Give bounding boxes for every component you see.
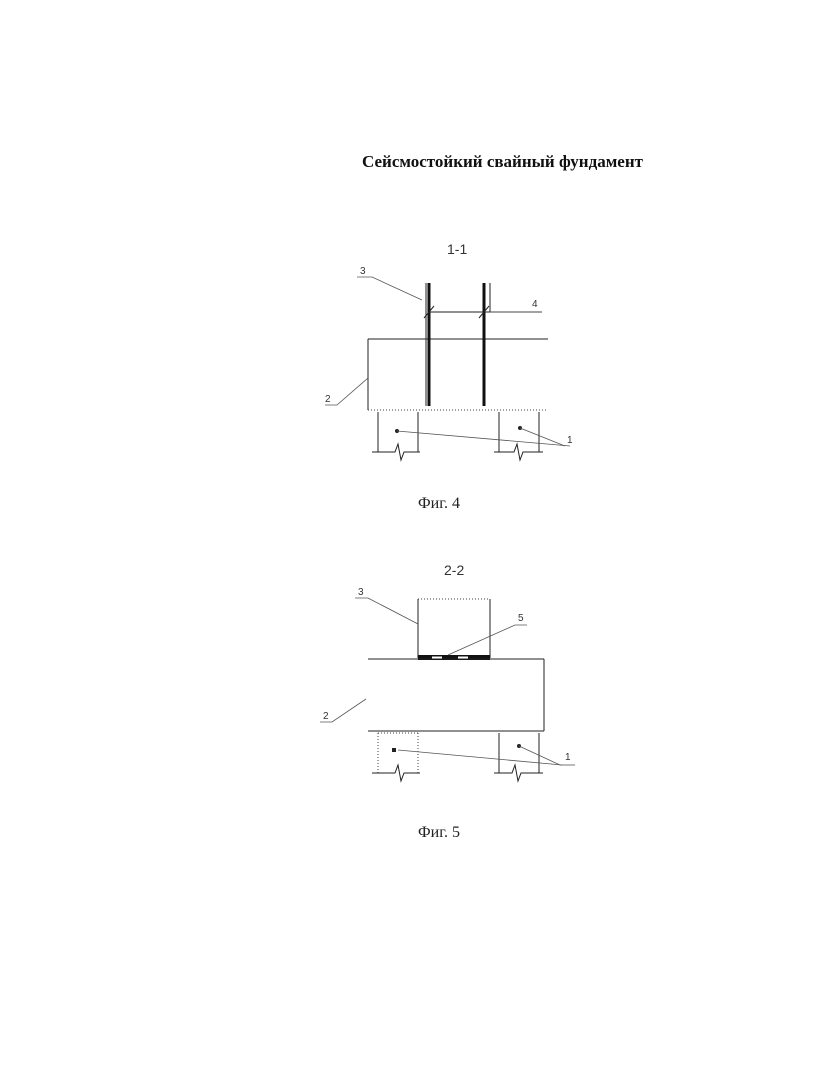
callout-3-fig4: 3: [360, 266, 366, 277]
grillage-fig5: [368, 658, 545, 732]
page-title: Сейсмостойкий свайный фундамент: [362, 152, 643, 171]
figure-4-drawing: 1-1: [325, 241, 573, 462]
pile-left-fig5: [372, 732, 420, 783]
callout-2-fig4: 2: [325, 394, 331, 405]
callout-3-fig5: 3: [358, 587, 364, 598]
callout-2-fig5: 2: [323, 711, 329, 722]
column-fig5: [417, 598, 491, 658]
figure-4-caption: Фиг. 4: [418, 495, 460, 512]
grillage-fig4: [367, 338, 548, 411]
figure-5-caption: Фиг. 5: [418, 824, 460, 841]
isolation-layer-fig5: [418, 655, 490, 660]
pile-left-fig4: [372, 412, 420, 462]
section-label-1-1: 1-1: [447, 241, 467, 257]
callout-1-fig4: 1: [567, 435, 573, 446]
figure-5-drawing: 2-2: [320, 562, 575, 783]
pile-right-fig4: [494, 412, 543, 462]
callout-4-fig4: 4: [532, 299, 538, 310]
leaders-fig5: [320, 597, 575, 766]
leaders-fig4: [325, 276, 571, 447]
section-label-2-2: 2-2: [444, 562, 464, 578]
callout-5-fig5: 5: [518, 613, 524, 624]
rebar-fig4: [425, 283, 491, 406]
pile-right-fig5: [494, 733, 543, 783]
callout-1-fig5: 1: [565, 752, 571, 763]
